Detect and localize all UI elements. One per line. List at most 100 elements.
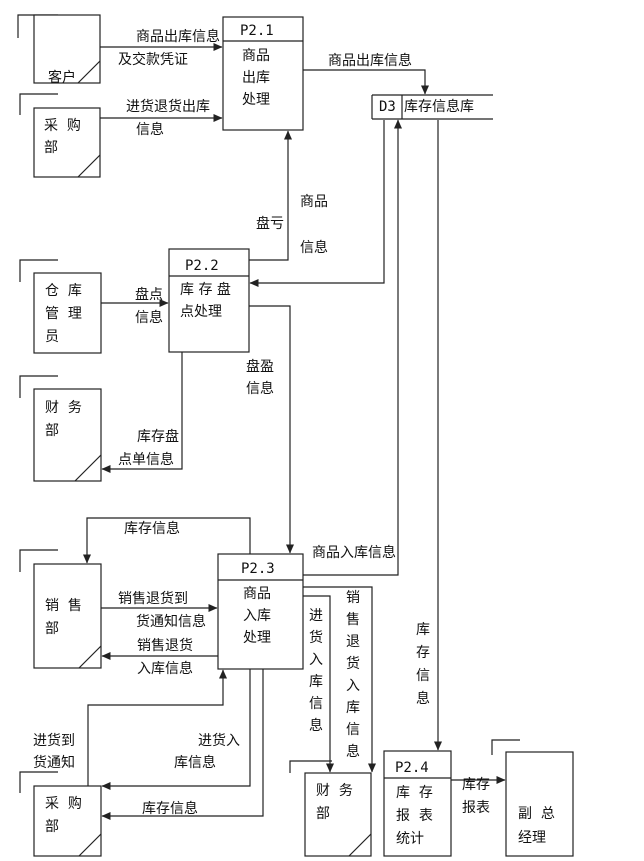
label-surplus-2: 信息 <box>246 380 274 397</box>
label-sales-return-notice-1: 销售退货到 <box>118 590 188 607</box>
label-inventory-check-1: 盘点 <box>135 286 163 303</box>
label-sales-return-in-2: 入库信息 <box>137 660 193 677</box>
entity-customer: 客户 <box>17 14 101 86</box>
datastore-d3: D3 库存信息库 <box>371 94 493 120</box>
label-sales-return-v-5: 入 <box>346 678 360 694</box>
flow-d3-to-p22 <box>249 120 385 287</box>
label-purchase-in-v-5: 信 <box>309 696 323 712</box>
entity-sales-line2: 部 <box>45 621 59 637</box>
process-p21-id: P2.1 <box>240 23 274 39</box>
label-purchase-in-1: 进货入 <box>198 732 240 749</box>
label-stock-info-purchase: 库存信息 <box>142 800 198 817</box>
entity-warehouse-manager-line3: 员 <box>45 329 59 345</box>
label-loss-b-1: 商品 <box>300 194 328 210</box>
process-p24-line1: 库 存 <box>396 785 433 801</box>
process-p24-id: P2.4 <box>395 760 429 776</box>
label-in-to-store: 商品入库信息 <box>312 544 396 561</box>
datastore-d3-label: 库存信息库 <box>404 98 474 115</box>
flow-lines <box>83 43 506 820</box>
process-p22-id: P2.2 <box>185 258 219 274</box>
flow-labels: 商品出库信息 及交款凭证 进货退货出库 信息 商品出库信息 盘亏 商品 信息 盘… <box>33 28 490 817</box>
process-p24-line2: 报 表 <box>396 808 433 824</box>
label-sales-return-v-6: 库 <box>346 700 360 716</box>
label-purchase-in-v-2: 货 <box>309 629 323 646</box>
process-p23-line3: 处理 <box>243 630 271 646</box>
label-stock-info-sales: 库存信息 <box>124 520 180 537</box>
entity-sales: 销 售 部 <box>19 549 102 669</box>
process-p22: P2.2 库 存 盘 点处理 <box>168 248 250 353</box>
process-p23-line2: 入库 <box>243 608 271 624</box>
flow-p23-to-finance-sales-return <box>303 586 376 773</box>
label-check-sheet-2: 点单信息 <box>118 451 174 468</box>
entity-finance-bottom-line2: 部 <box>316 806 330 822</box>
entity-finance-left-line2: 部 <box>45 423 59 439</box>
label-purchase-notice-1: 进货到 <box>33 732 75 749</box>
label-loss-a: 盘亏 <box>256 215 284 232</box>
label-purchase-in-v-4: 库 <box>309 674 323 690</box>
label-surplus-1: 盘盈 <box>246 358 274 375</box>
label-purchase-in-v-1: 进 <box>309 608 323 624</box>
process-p22-line2: 点处理 <box>180 304 222 320</box>
entity-finance-left: 财 务 部 <box>19 375 102 482</box>
entity-warehouse-manager: 仓 库 管 理 员 <box>19 259 102 354</box>
label-sales-return-in-1: 销售退货 <box>137 637 193 654</box>
label-sales-return-v-1: 销 <box>346 590 360 606</box>
process-p21: P2.1 商品 出库 处理 <box>222 16 304 131</box>
flow-p23-to-purchasing-in <box>101 669 251 790</box>
label-sales-return-v-2: 售 <box>346 612 360 628</box>
flow-stockinfo-to-sales <box>83 517 251 564</box>
entity-purchasing-bottom: 采 购 部 <box>19 771 102 857</box>
process-p22-line1: 库 存 盘 <box>180 281 231 298</box>
entity-sales-line1: 销 售 <box>45 598 82 614</box>
process-p21-line3: 处理 <box>242 92 270 108</box>
process-p24: P2.4 库 存 报 表 统计 <box>383 750 452 857</box>
label-purchase-in-v-3: 入 <box>309 652 323 668</box>
entity-warehouse-manager-line1: 仓 库 <box>45 283 82 299</box>
label-out-to-store: 商品出库信息 <box>328 52 412 69</box>
process-p23-id: P2.3 <box>241 561 275 577</box>
label-sales-return-v-3: 退 <box>346 634 360 650</box>
label-sales-return-notice-2: 货通知信息 <box>136 613 206 630</box>
label-stock-info-v-1: 库 <box>416 622 430 638</box>
label-purchase-return-2: 信息 <box>136 121 164 138</box>
label-customer-out-1: 商品出库信息 <box>136 28 220 45</box>
label-inventory-check-2: 信息 <box>135 309 163 326</box>
entity-finance-bottom-line1: 财 务 <box>316 783 353 799</box>
flow-p23-to-d3 <box>303 119 402 576</box>
entity-finance-bottom: 财 务 部 <box>289 760 372 857</box>
process-p21-line1: 商品 <box>242 48 270 64</box>
label-stock-info-v-2: 存 <box>416 645 430 661</box>
process-p23-line1: 商品 <box>243 586 271 602</box>
entity-purchasing-top-line2: 部 <box>44 140 58 156</box>
label-customer-out-2: 及交款凭证 <box>118 51 188 68</box>
flow-p22-to-finance <box>101 352 183 473</box>
label-sales-return-v-8: 息 <box>346 743 360 760</box>
label-check-sheet-1: 库存盘 <box>137 428 179 445</box>
entity-customer-label: 客户 <box>48 69 76 86</box>
label-purchase-return-1: 进货退货出库 <box>126 98 210 115</box>
label-purchase-in-2: 库信息 <box>174 754 216 771</box>
entity-warehouse-manager-line2: 管 理 <box>45 306 82 322</box>
entity-deputy-manager-line1: 副 总 <box>518 806 555 822</box>
process-p23: P2.3 商品 入库 处理 <box>217 553 304 670</box>
label-loss-b-2: 信息 <box>300 239 328 256</box>
label-purchase-in-v-6: 息 <box>309 717 323 734</box>
flow-p22-to-p21 <box>249 130 292 261</box>
entity-purchasing-bottom-line2: 部 <box>45 819 59 835</box>
entity-purchasing-top-line1: 采 购 <box>44 118 81 134</box>
label-stock-report-2: 报表 <box>462 800 490 816</box>
entity-purchasing-bottom-line1: 采 购 <box>45 796 82 812</box>
process-p21-line2: 出库 <box>242 70 270 86</box>
label-sales-return-v-7: 信 <box>346 722 360 738</box>
label-stock-info-v-4: 息 <box>416 690 430 707</box>
entity-finance-left-line1: 财 务 <box>45 400 82 416</box>
entity-deputy-manager: 副 总 经理 <box>491 739 574 857</box>
label-sales-return-v-4: 货 <box>346 655 360 672</box>
flow-p23-to-finance-purchase <box>303 595 334 773</box>
label-purchase-notice-2: 货通知 <box>33 754 75 771</box>
datastore-d3-id: D3 <box>379 99 396 115</box>
label-stock-info-v-3: 信 <box>416 668 430 684</box>
process-p24-line3: 统计 <box>396 831 424 847</box>
flow-p21-to-d3 <box>303 69 429 95</box>
